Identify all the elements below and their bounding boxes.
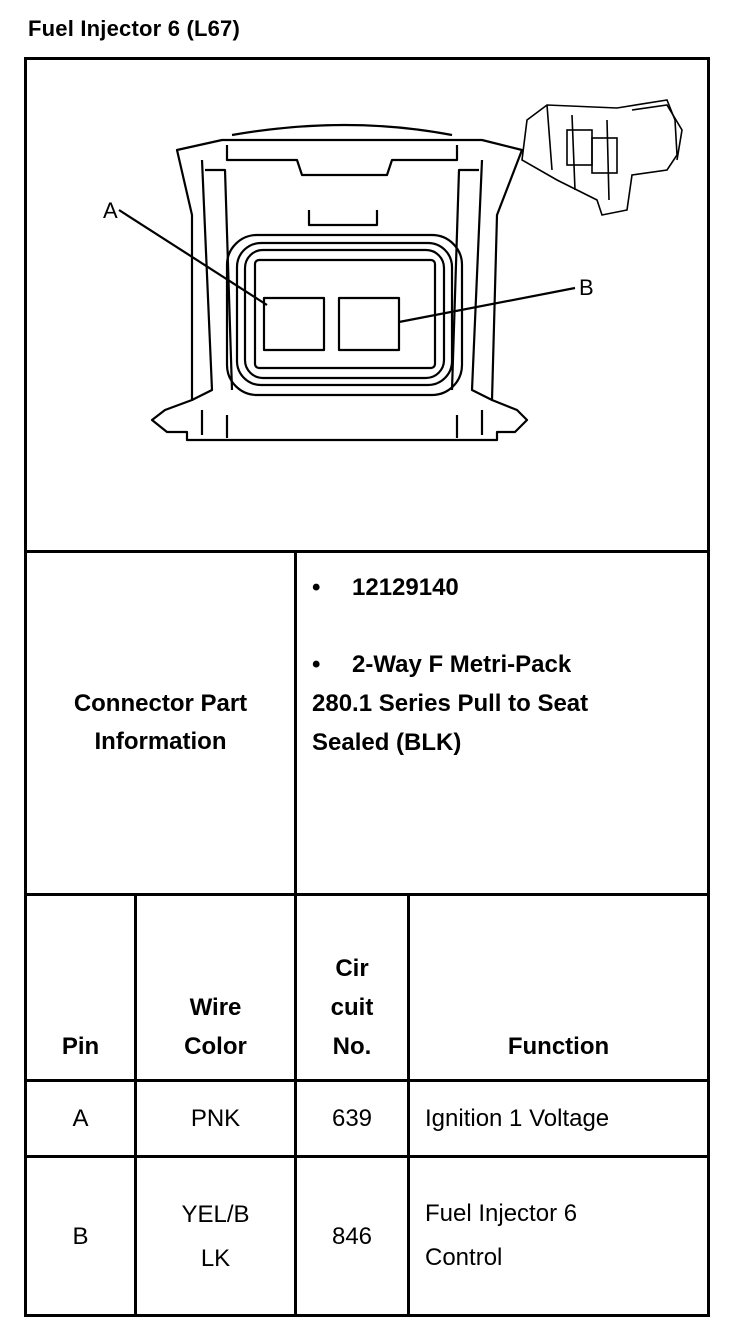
left-rail <box>191 159 214 401</box>
connector-diagram: A B <box>27 60 707 550</box>
seal-inner <box>243 248 446 380</box>
left-rail-inner <box>205 168 234 391</box>
housing-arc <box>231 123 453 137</box>
cavity-a <box>262 296 326 352</box>
divider <box>407 893 410 1317</box>
connector-type: 2-Way F Metri-Pack <box>352 651 572 678</box>
connector-info-details: • 12129140 • 2-Way F Metri-Pack 280.1 Se… <box>312 568 702 762</box>
divider <box>24 1079 710 1082</box>
connector-thumbnail <box>521 99 683 216</box>
leader-b <box>398 286 576 324</box>
connector-info-label-line2: Information <box>94 728 227 755</box>
table-row-a-wire-color: PNK <box>190 1104 241 1132</box>
header-wire-color-line1: Wire <box>189 994 242 1021</box>
wire-color-line2: LK <box>200 1245 231 1272</box>
right-rail <box>470 159 493 401</box>
header-circuit-line2: cuit <box>330 994 374 1021</box>
function-line2: Control <box>425 1244 503 1271</box>
page-title: Fuel Injector 6 (L67) <box>28 16 241 41</box>
leader-a <box>118 209 268 306</box>
divider <box>294 893 297 1317</box>
bullet-glyph: • <box>312 651 321 678</box>
cavity-frame <box>253 258 437 370</box>
header-wire-color: Wire Color <box>137 988 294 1066</box>
divider <box>24 893 710 896</box>
part-number: 12129140 <box>352 574 459 601</box>
header-function: Function <box>507 1033 610 1060</box>
header-circuit-line1: Cir <box>335 955 369 982</box>
list-item: • 12129140 <box>312 568 702 607</box>
housing-outline <box>150 138 529 442</box>
connector-info-label-line1: Connector Part <box>73 690 248 717</box>
divider <box>134 893 137 1317</box>
seal-ring <box>235 241 454 387</box>
header-pin: Pin <box>61 1033 100 1060</box>
lock-tab <box>307 210 379 227</box>
wire-color-line1: YEL/B <box>181 1201 250 1228</box>
table-row-b-pin: B <box>72 1223 89 1250</box>
pin-label-a: A <box>103 198 118 223</box>
document-table-frame <box>24 57 710 1317</box>
housing-feet <box>200 410 484 438</box>
divider <box>24 550 710 553</box>
header-circuit: Cir cuit No. <box>297 949 407 1066</box>
table-row-b-wire-color: YEL/B LK <box>137 1158 294 1316</box>
pin-label-b: B <box>579 275 594 300</box>
function-line1: Fuel Injector 6 <box>425 1200 578 1227</box>
table-row-a-circuit: 639 <box>331 1104 373 1132</box>
divider <box>294 550 297 895</box>
divider <box>24 1155 710 1158</box>
right-rail-inner <box>450 168 479 391</box>
connector-drawing <box>118 99 683 442</box>
header-circuit-line3: No. <box>332 1033 372 1060</box>
connector-type-continued: 280.1 Series Pull to Seat <box>312 690 589 717</box>
table-row-b-circuit: 846 <box>331 1223 373 1250</box>
seal-outer <box>225 233 464 397</box>
cavity-b <box>337 296 401 352</box>
header-wire-color-line2: Color <box>184 1033 247 1060</box>
table-row-a-function: Ignition 1 Voltage <box>425 1105 610 1132</box>
table-row-a-pin: A <box>72 1104 89 1132</box>
connector-info-label: Connector Part Information <box>27 553 294 893</box>
housing-hood <box>225 145 459 177</box>
bullet-glyph: • <box>312 574 321 601</box>
connector-type-continued: Sealed (BLK) <box>312 729 462 756</box>
list-item: • 2-Way F Metri-Pack <box>312 645 702 684</box>
table-row-b-function: Fuel Injector 6 Control <box>425 1192 577 1280</box>
